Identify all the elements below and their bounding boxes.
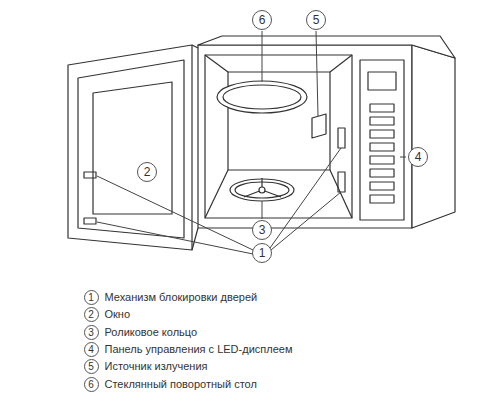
callout-number: 4 <box>409 148 427 166</box>
glass-turntable <box>217 81 307 113</box>
oven-door <box>68 45 192 250</box>
door-latch <box>84 218 96 224</box>
legend-circle: 2Окно <box>84 307 99 322</box>
legend-circle: 4Панель управления с LED-дисплеем <box>84 342 99 357</box>
legend-circle: 1Механизм блокировки дверей <box>84 290 99 305</box>
callout-number: 5 <box>307 11 325 29</box>
callout-circle: 2 <box>137 162 157 182</box>
callout-number: 3 <box>85 326 98 339</box>
legend-circle: 6Стеклянный поворотный стол <box>84 377 99 392</box>
callout-circle: 4 <box>408 147 428 167</box>
oven-body <box>198 45 412 228</box>
legend-circle: 5Источник излучения <box>84 359 99 374</box>
callout-number: 2 <box>138 163 156 181</box>
callout-number: 3 <box>253 221 271 239</box>
oven-cavity <box>205 55 352 218</box>
callout-circle: 1 <box>252 243 272 263</box>
latch-slot <box>338 172 345 192</box>
callout-circle: 5 <box>306 10 326 30</box>
door-latch <box>84 172 96 178</box>
callout-number: 2 <box>85 308 98 321</box>
callout-circle: 3 <box>252 220 272 240</box>
leader-lines <box>97 31 406 254</box>
control-panel <box>360 60 404 220</box>
legend-text: Роликовое кольцо <box>105 326 198 339</box>
callout-number: 6 <box>253 11 271 29</box>
legend-circle: 3Роликовое кольцо <box>84 325 99 340</box>
callout-number: 5 <box>85 360 98 373</box>
waveguide-cover <box>312 114 326 138</box>
roller-ring <box>230 179 294 201</box>
legend-text: Механизм блокировки дверей <box>105 291 258 304</box>
legend-text: Окно <box>105 308 131 321</box>
led-display <box>368 72 396 90</box>
legend-text: Стеклянный поворотный стол <box>105 378 257 391</box>
latch-slot <box>338 128 345 148</box>
callout-number: 4 <box>85 343 98 356</box>
legend-text: Панель управления с LED-дисплеем <box>105 343 293 356</box>
callout-circle: 6 <box>252 10 272 30</box>
callout-number: 1 <box>85 291 98 304</box>
panel-buttons <box>370 104 394 203</box>
callout-number: 1 <box>253 244 271 262</box>
callout-number: 6 <box>85 378 98 391</box>
door-window <box>93 82 172 214</box>
oven-side <box>412 45 455 228</box>
legend-text: Источник излучения <box>105 360 208 373</box>
